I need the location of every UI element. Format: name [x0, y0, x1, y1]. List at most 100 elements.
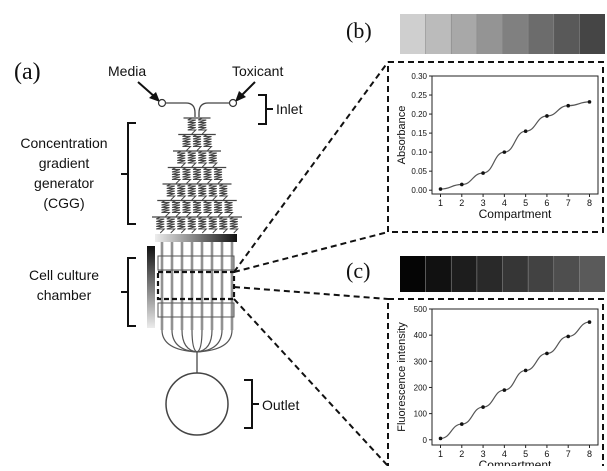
cgg-serpentine	[161, 200, 171, 217]
chamber-line-1: Cell culture	[29, 267, 99, 283]
chamber-label: Cell culture chamber	[29, 267, 99, 303]
data-point	[523, 129, 528, 133]
strip-segment	[528, 14, 554, 54]
cgg-serpentine	[219, 183, 229, 201]
series-line	[440, 321, 590, 440]
cgg-serpentine	[203, 200, 213, 217]
strip-segment	[451, 14, 477, 54]
x-tick-label: 6	[544, 449, 549, 459]
strip-segment	[553, 256, 580, 292]
outlet-reservoir	[165, 372, 229, 436]
cgg-line-4: (CGG)	[43, 195, 84, 211]
x-tick-label: 4	[502, 449, 507, 459]
chamber-side-gradient-bar	[147, 246, 155, 328]
cgg-serpentine	[182, 167, 192, 184]
x-tick-label: 6	[544, 198, 549, 208]
cgg-serpentine	[208, 150, 218, 168]
chamber-bracket	[121, 257, 136, 327]
series-line	[440, 101, 590, 190]
strip-segment	[476, 14, 503, 54]
y-tick-label: 0.00	[411, 186, 427, 195]
y-tick-label: 300	[414, 357, 428, 366]
cgg-serpentine	[156, 216, 166, 234]
cgg-serpentine	[187, 117, 197, 135]
fluorescence-strip	[400, 256, 605, 292]
chamber-row	[157, 255, 235, 271]
cgg-label: Concentration gradient generator (CGG)	[20, 135, 107, 211]
strip-segment	[528, 256, 554, 292]
cgg-serpentine	[192, 167, 203, 184]
strip-segment	[553, 14, 580, 54]
cgg-serpentine	[213, 200, 224, 217]
strip-segment	[425, 14, 452, 54]
cgg-serpentine	[177, 183, 187, 201]
inlet-label: Inlet	[276, 101, 303, 117]
y-tick-label: 0.30	[411, 72, 427, 81]
outlet-merge-channel	[196, 329, 223, 353]
x-tick-label: 2	[459, 449, 464, 459]
x-tick-label: 8	[587, 449, 592, 459]
outlet-merge-channel	[181, 329, 198, 353]
media-arrow	[137, 81, 160, 102]
chamber-line-2: chamber	[37, 287, 92, 303]
data-point	[438, 436, 443, 441]
cgg-serpentine	[198, 150, 208, 168]
cgg-network	[152, 117, 242, 234]
chamber-row	[157, 302, 235, 318]
strip-segment	[476, 256, 503, 292]
x-tick-label: 8	[587, 198, 592, 208]
x-tick-label: 7	[566, 449, 571, 459]
cgg-serpentine	[192, 200, 203, 217]
x-tick-label: 4	[502, 198, 507, 208]
x-tick-label: 2	[459, 198, 464, 208]
data-point	[502, 150, 507, 154]
cgg-bracket	[121, 122, 136, 225]
strip-segment	[400, 256, 426, 292]
y-tick-label: 100	[414, 410, 428, 419]
strip-segment	[502, 14, 529, 54]
cgg-serpentine	[171, 167, 182, 184]
strip-segment	[451, 256, 477, 292]
data-point	[566, 334, 571, 339]
panel-label-c: (c)	[346, 258, 370, 283]
data-point	[481, 405, 485, 409]
cgg-line-1: Concentration	[20, 135, 107, 151]
chamber-highlight-box	[156, 270, 236, 301]
cgg-line-3: generator	[34, 175, 94, 191]
data-point	[502, 388, 507, 392]
absorbance-strip	[400, 14, 605, 54]
x-axis-label: Compartment	[479, 458, 552, 466]
culture-channels	[157, 242, 235, 373]
x-tick-label: 5	[523, 198, 528, 208]
y-tick-label: 200	[414, 383, 428, 392]
y-tick-label: 0	[423, 436, 428, 445]
cgg-line-2: gradient	[39, 155, 90, 171]
data-point	[438, 187, 443, 191]
cgg-serpentine	[203, 134, 213, 151]
y-tick-label: 0.20	[411, 110, 427, 119]
x-axis-label: Compartment	[479, 207, 552, 221]
panel-label-b: (b)	[346, 18, 372, 43]
y-axis-label: Absorbance	[396, 106, 408, 165]
strip-segment	[502, 256, 529, 292]
x-tick-label: 3	[481, 449, 486, 459]
data-point	[523, 368, 528, 373]
cgg-serpentine	[166, 183, 176, 201]
cgg-serpentine	[166, 216, 176, 234]
outlet-merge-channel	[196, 329, 233, 353]
cgg-serpentine	[213, 167, 224, 184]
y-tick-label: 500	[414, 305, 428, 314]
data-point	[587, 100, 592, 104]
cgg-serpentine	[182, 134, 192, 151]
data-point	[459, 422, 464, 426]
outlet-label: Outlet	[262, 397, 299, 413]
inlet-channels	[165, 102, 230, 117]
data-point	[545, 351, 549, 356]
data-point	[587, 320, 592, 324]
x-tick-label: 5	[523, 449, 528, 459]
outlet-bracket	[244, 379, 259, 429]
x-tick-label: 3	[481, 198, 486, 208]
y-tick-label: 0.05	[411, 167, 427, 176]
outlet-merge-channel	[171, 329, 198, 353]
